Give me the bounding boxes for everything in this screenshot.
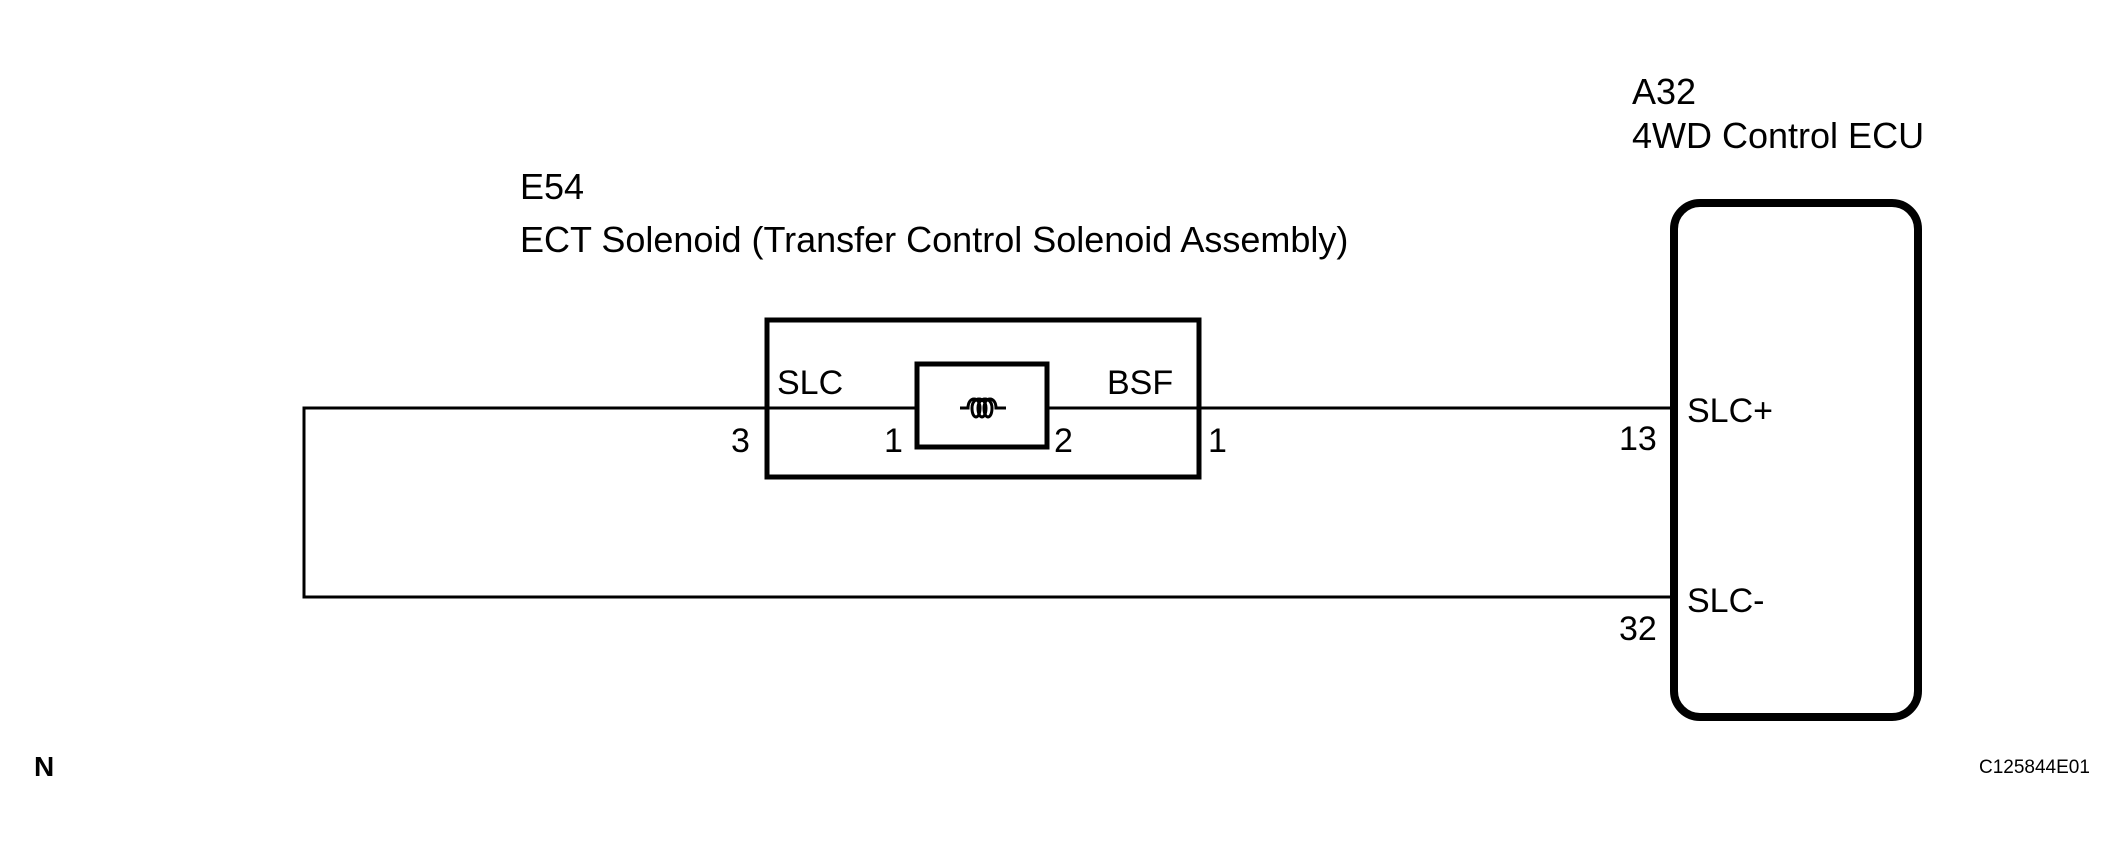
ecu-name: 4WD Control ECU [1632, 115, 1924, 156]
ecu-connector-code: A32 [1632, 71, 1696, 112]
wire-return-to-slc [302, 406, 769, 599]
coil-pin-number-1: 1 [884, 422, 903, 460]
solenoid-coil-icon [960, 397, 1006, 419]
solenoid-pin-label-bsf: BSF [1107, 364, 1173, 402]
ecu-terminal-label-slc-plus: SLC+ [1687, 392, 1773, 430]
ecu-terminal-number-32: 32 [1619, 610, 1657, 648]
figure-id: C125844E01 [1979, 757, 2090, 778]
solenoid-name: ECT Solenoid (Transfer Control Solenoid … [520, 219, 1348, 260]
solenoid-pin-number-3: 3 [731, 422, 750, 460]
solenoid-pin-number-1: 1 [1208, 422, 1227, 460]
coil-pin-number-2: 2 [1054, 422, 1073, 460]
solenoid-connector-code: E54 [520, 166, 584, 207]
ecu-terminal-label-slc-minus: SLC- [1687, 582, 1764, 620]
solenoid-assembly-box [764, 317, 1202, 480]
solenoid-coil-box [914, 361, 1050, 450]
wire-harness [302, 406, 1676, 599]
solenoid-pin-label-slc: SLC [777, 364, 843, 402]
orientation-marker: N [34, 751, 54, 782]
ecu-body [1670, 199, 1922, 721]
ecu-terminal-number-13: 13 [1619, 420, 1657, 458]
